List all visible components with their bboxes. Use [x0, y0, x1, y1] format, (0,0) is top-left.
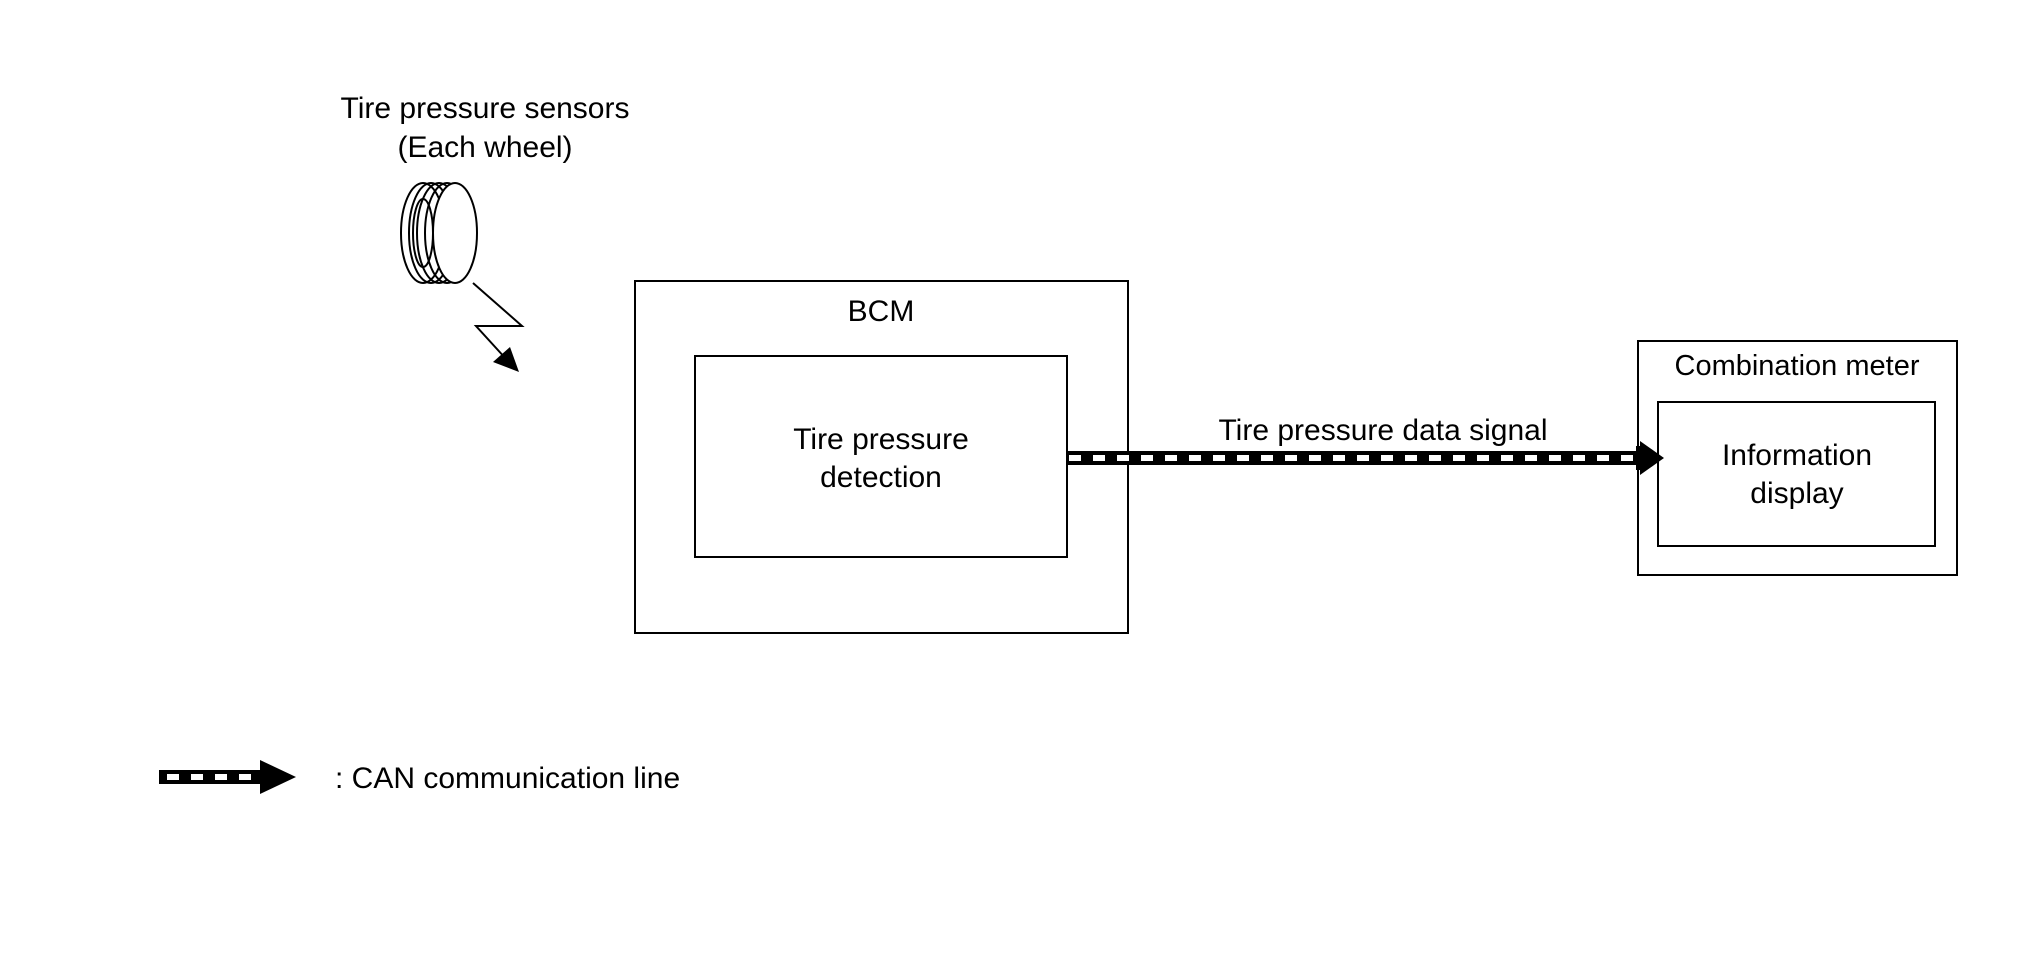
- can-line-legend-symbol: [159, 760, 296, 794]
- combination-meter-title: Combination meter: [1675, 350, 1920, 382]
- tire-pressure-detection-line2: detection: [820, 461, 942, 494]
- tire-pressure-detection-line1: Tire pressure: [793, 423, 969, 456]
- combination-meter-box: [1637, 340, 1958, 576]
- sensor-label-line2: (Each wheel): [397, 131, 572, 164]
- can-signal-arrow: [1067, 441, 1664, 475]
- tire-pressure-detection-box: [694, 355, 1068, 558]
- bcm-title: BCM: [848, 295, 915, 328]
- information-display-line1: Information: [1722, 439, 1872, 472]
- information-display-line2: display: [1750, 477, 1843, 510]
- tire-icon: [400, 182, 478, 284]
- sensor-label-line1: Tire pressure sensors: [341, 92, 630, 125]
- information-display-box: [1657, 401, 1936, 547]
- bcm-box: [634, 280, 1129, 634]
- legend-label: : CAN communication line: [335, 762, 680, 795]
- signal-label: Tire pressure data signal: [1218, 414, 1547, 447]
- wireless-signal-icon: [472, 282, 525, 372]
